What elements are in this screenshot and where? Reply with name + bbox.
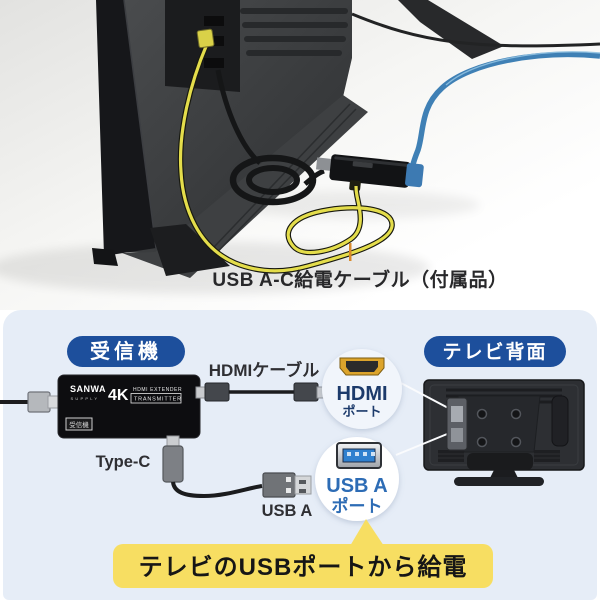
port-callout-lines [395,381,453,456]
hdmi-cable-label: HDMIケーブル [209,360,319,380]
hdmi-coil-cable-photo [215,69,325,206]
hdmi-port-circle: HDMI ポート [322,349,402,429]
device-4k-label: 4K [108,387,129,404]
device-model-box [130,393,182,404]
tv-bottom-vents [438,450,560,462]
diagram-illustration: 受信機 テレビ背面 SANWA SUPPLY 4K HDMI EXTENDER … [0,336,585,588]
usb-power-cable-line [171,481,263,499]
tv-port-recess [446,397,468,451]
tv-vent-slats [240,8,348,56]
type-c-connector-icon [162,435,184,483]
receiver-badge: 受信機 [67,336,185,367]
extender-device-photo [315,154,424,191]
extender-left-plug [315,157,334,172]
black-power-cable [351,12,600,48]
caption-pointer-line [349,243,352,261]
power-banner-label: テレビのUSBポートから給電 [139,553,468,581]
tv-vesa-screws [476,408,522,448]
photo-section: USB A-C給電ケーブル（付属品） [0,0,600,310]
usb-port-circle: USB A ポート [315,437,399,521]
tv-back-badge: テレビ背面 [424,336,566,367]
tv-handle-bar [467,453,533,470]
device-brand-sub: SUPPLY [71,396,100,401]
tv-stand-neck [490,470,518,478]
receiver-badge-label: 受信機 [90,339,162,363]
usb-a-label: USB A [262,502,313,520]
usb-port-label-line1: USB A [326,475,387,497]
device-sticker [65,417,93,431]
hdmi-port-label-line2: ポート [342,404,381,419]
type-c-label: Type-C [96,453,151,471]
lan-connector-icon [0,391,59,413]
tv-right-bracket [551,395,569,447]
device-brand: SANWA [70,384,106,394]
receiver-device: SANWA SUPPLY 4K HDMI EXTENDER TRANSMITTE… [57,374,201,439]
banner-pointer-triangle [350,519,384,546]
tv-center-leg [150,224,230,276]
usb-port-pins [347,452,375,456]
tv-bezel-edge [96,0,156,256]
photo-caption: USB A-C給電ケーブル（付属品） [212,270,508,291]
tv-back-badge-label: テレビ背面 [442,340,547,363]
tv-mount-panel [457,395,541,453]
device-sticker-label: 受信機 [69,420,89,429]
tv-back-photo [92,0,504,278]
tv-stand-base [454,477,544,486]
blue-lan-cable-photo [409,51,600,169]
usb-port-label-line2: ポート [332,496,383,516]
bezel-highlight [123,0,157,249]
hdmi-connector-icon [339,357,385,376]
tv-left-foot [92,248,118,266]
hdmi-cable-icon [195,382,328,402]
photo-illustration [0,0,600,310]
yellow-power-cable-photo [177,28,395,274]
yellow-plug [196,28,215,49]
extender-lan-connector [405,163,424,188]
usb-a-connector-icon [262,472,312,498]
hdmi-port-label-line1: HDMI [336,383,387,405]
power-banner: テレビのUSBポートから給電 [113,544,493,588]
device-model-line2: TRANSMITTER [134,397,182,403]
device-model-line1: HDMI EXTENDER [133,387,182,393]
usb-a-port-icon [336,442,382,469]
